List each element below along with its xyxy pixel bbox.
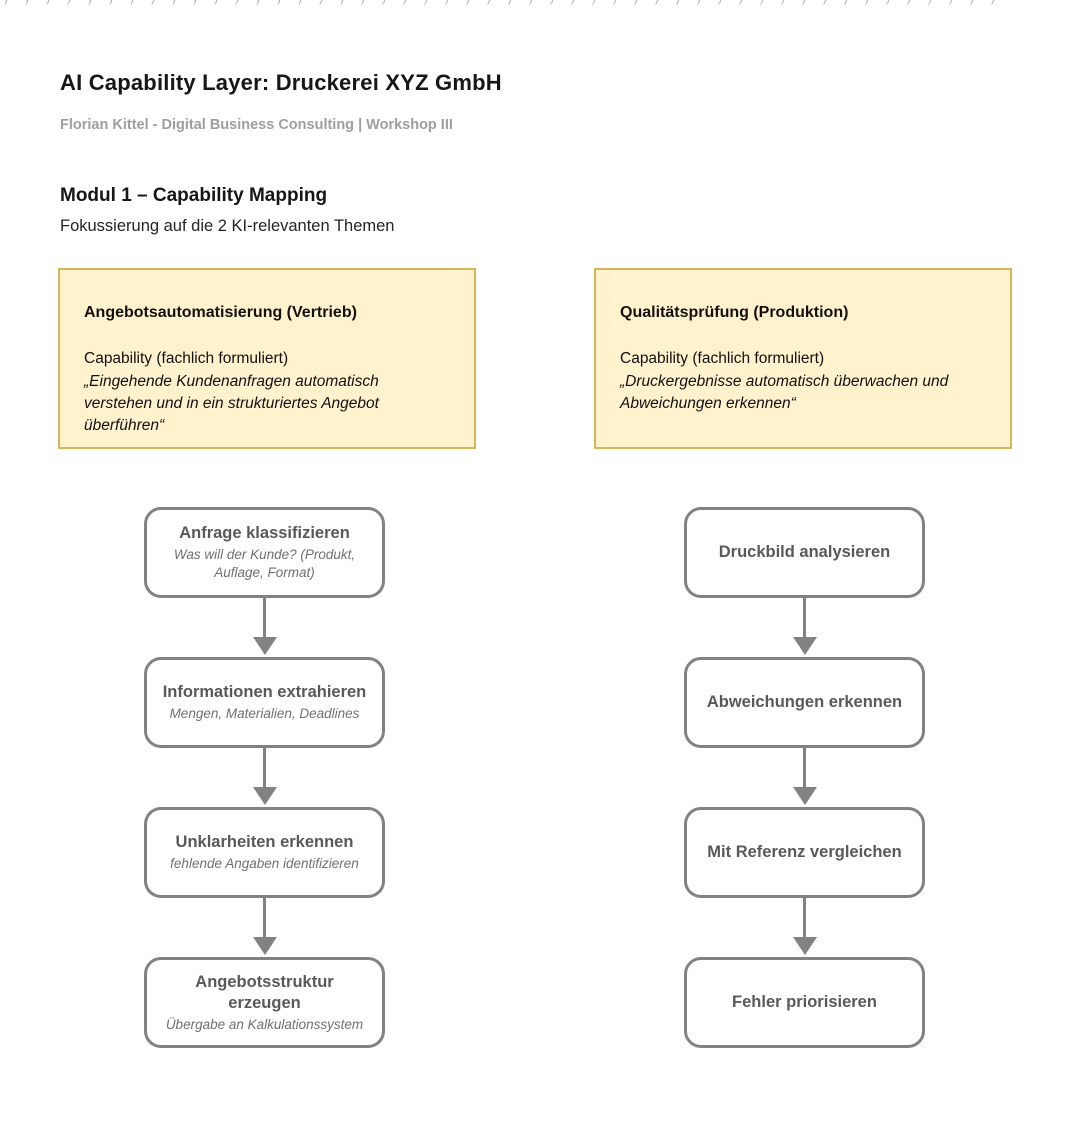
arrow-shaft (263, 598, 266, 639)
page-title: AI Capability Layer: Druckerei XYZ GmbH (60, 70, 502, 95)
arrow-shaft (803, 598, 806, 639)
capability-card-quote: „Druckergebnisse automatisch überwachen … (620, 373, 949, 412)
arrow-down-icon (144, 898, 385, 957)
arrow-down-icon (684, 898, 925, 957)
flow-step: Mit Referenz vergleichen (684, 807, 925, 898)
section-title: Modul 1 – Capability Mapping (60, 185, 328, 206)
arrow-shaft (803, 898, 806, 939)
clipped-glyph-row: ))))))))))))))))))))))))))))))))))))))))… (4, 0, 1070, 5)
flow-step-title: Fehler priorisieren (732, 993, 877, 1011)
flow-step-title: Informationen extrahieren (162, 683, 367, 701)
arrow-head (252, 637, 277, 655)
clipped-text-edge: ))))))))))))))))))))))))))))))))))))))))… (4, 0, 1070, 5)
flow-step: Anfrage klassifizieren Was will der Kund… (144, 507, 385, 598)
arrow-head (792, 637, 817, 655)
flow-vertrieb: Anfrage klassifizieren Was will der Kund… (144, 507, 385, 1048)
flow-step: Unklarheiten erkennen fehlende Angaben i… (144, 807, 385, 898)
flow-produktion: Druckbild analysieren Abweichungen erken… (684, 507, 925, 1048)
capability-card-title: Qualitätsprüfung (Produktion) (620, 304, 849, 321)
flow-step-subtitle: fehlende Angaben identifizieren (170, 856, 359, 871)
flow-step-title: Unklarheiten erkennen (175, 833, 354, 851)
arrow-head (792, 937, 817, 955)
arrow-head (252, 937, 277, 955)
flow-step-title: Angebotsstruktur erzeugen (195, 972, 334, 1012)
flow-step-subtitle: Übergabe an Kalkulationssystem (165, 1016, 364, 1032)
capability-card-label: Capability (fachlich formuliert) (84, 350, 289, 367)
arrow-down-icon (684, 748, 925, 807)
flow-step: Informationen extrahieren Mengen, Materi… (144, 657, 385, 748)
flow-step-subtitle: Was will der Kunde? (Produkt, Auflage, F… (173, 547, 356, 580)
flow-step-title: Abweichungen erkennen (706, 693, 903, 711)
arrow-down-icon (144, 598, 385, 657)
flow-step: Angebotsstruktur erzeugen Übergabe an Ka… (144, 957, 385, 1048)
arrow-down-icon (144, 748, 385, 807)
byline: Florian Kittel - Digital Business Consul… (60, 117, 453, 133)
capability-card-title: Angebotsautomatisierung (Vertrieb) (84, 304, 357, 321)
arrow-head (792, 787, 817, 805)
flow-step-title: Mit Referenz vergleichen (707, 843, 902, 861)
flow-step: Druckbild analysieren (684, 507, 925, 598)
flow-step: Fehler priorisieren (684, 957, 925, 1048)
capability-card-quote: „Eingehende Kundenanfragen automatisch v… (84, 373, 379, 434)
capability-card-produktion: Qualitätsprüfung (Produktion) Capability… (594, 268, 1012, 449)
flow-step-subtitle: Mengen, Materialien, Deadlines (169, 706, 360, 721)
section-subtitle: Fokussierung auf die 2 KI-relevanten The… (60, 217, 395, 235)
capability-card-label: Capability (fachlich formuliert) (620, 350, 825, 367)
capability-card-vertrieb: Angebotsautomatisierung (Vertrieb) Capab… (58, 268, 476, 449)
arrow-head (252, 787, 277, 805)
arrow-down-icon (684, 598, 925, 657)
arrow-shaft (803, 748, 806, 789)
arrow-shaft (263, 898, 266, 939)
arrow-shaft (263, 748, 266, 789)
flow-step: Abweichungen erkennen (684, 657, 925, 748)
flow-step-title: Druckbild analysieren (718, 543, 891, 561)
flow-step-title: Anfrage klassifizieren (179, 524, 350, 542)
